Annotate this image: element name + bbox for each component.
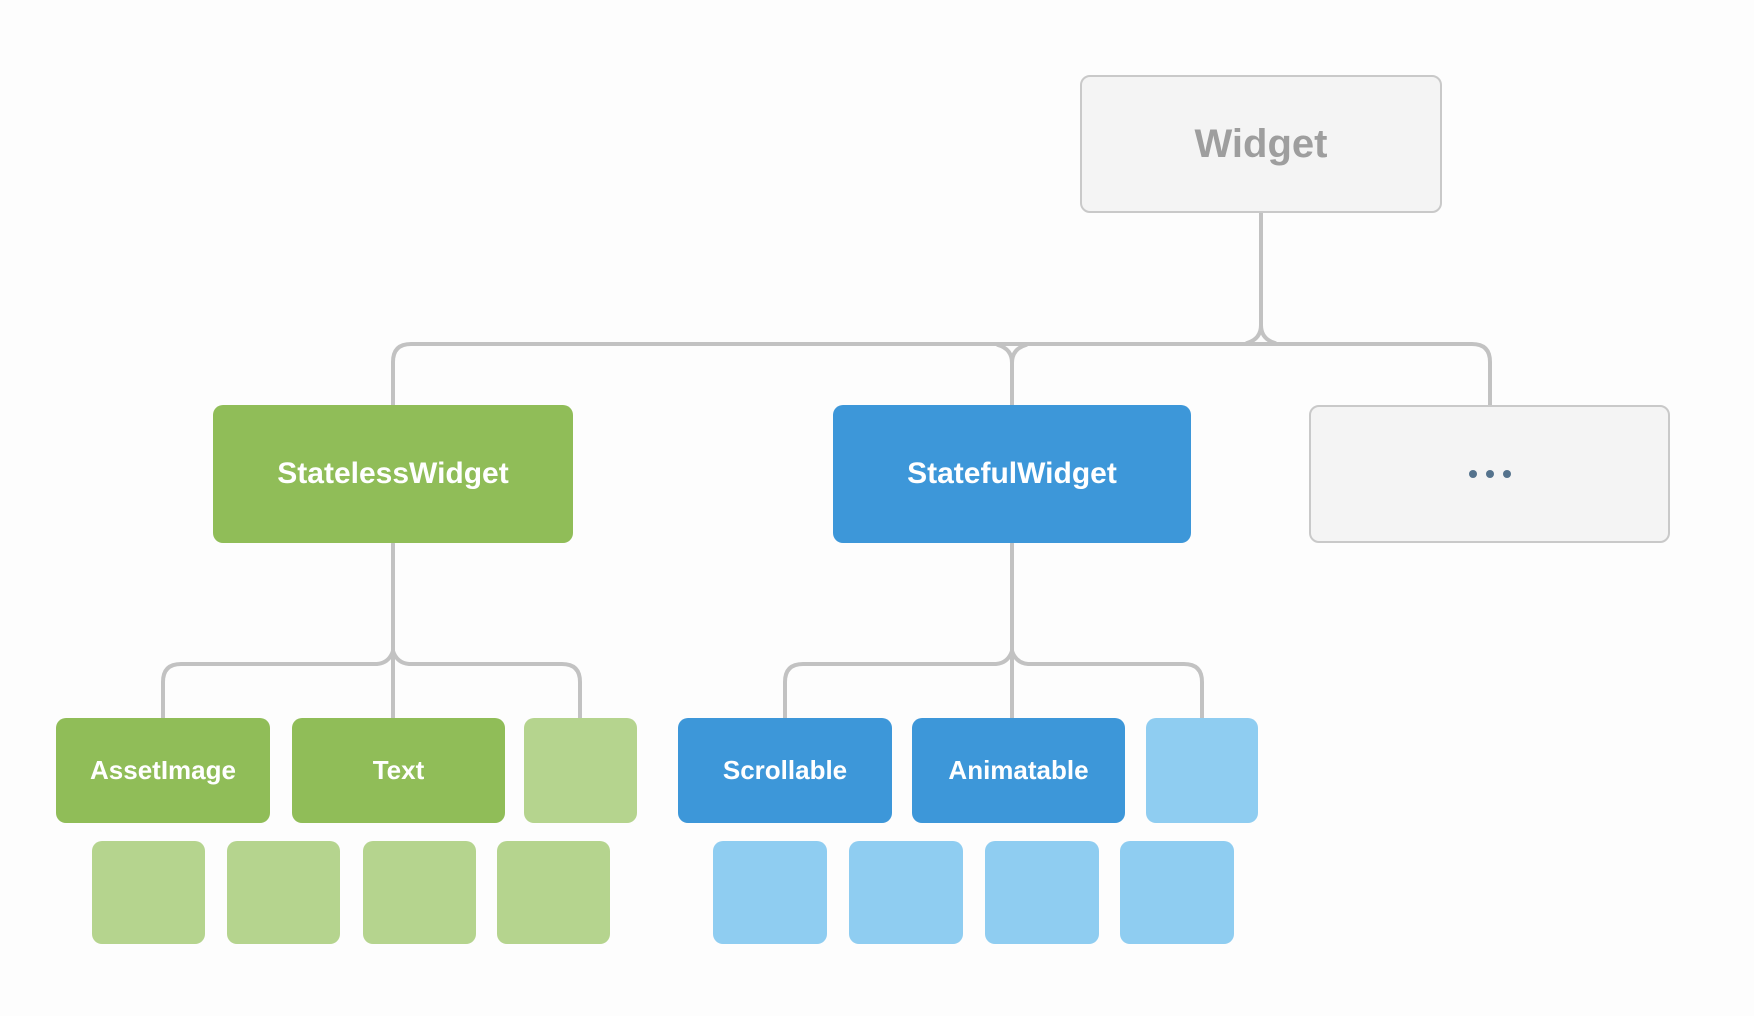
node-stateless-grandchild	[227, 841, 340, 944]
connector-stateless-left	[161, 649, 395, 720]
node-animatable-label: Animatable	[948, 755, 1089, 785]
node-stateless-grandchild	[497, 841, 610, 944]
node-text: Text	[292, 718, 505, 823]
node-asset-image: AssetImage	[56, 718, 270, 823]
node-stateless-grandchild	[92, 841, 205, 944]
connector-l1-riser	[1245, 211, 1277, 345]
connector-stateful-right	[1010, 649, 1204, 720]
node-scrollable: Scrollable	[678, 718, 892, 823]
node-stateful-grandchild	[985, 841, 1099, 944]
node-stateless-widget: StatelessWidget	[213, 405, 573, 543]
node-scrollable-label: Scrollable	[722, 755, 848, 785]
node-animatable: Animatable	[912, 718, 1125, 823]
node-stateful-grandchild	[1120, 841, 1234, 944]
connector-stateful-left	[783, 649, 1014, 720]
connector-l1-horizontal	[391, 342, 1492, 408]
node-stateful-widget: StatefulWidget	[833, 405, 1191, 543]
node-widget: Widget	[1080, 75, 1442, 213]
node-stateless-grandchild	[363, 841, 476, 944]
node-stateful-widget-label: StatefulWidget	[907, 457, 1117, 490]
node-stateful-child-unlabeled	[1146, 718, 1258, 823]
node-other-widgets	[1309, 405, 1670, 543]
node-stateless-widget-label: StatelessWidget	[277, 457, 509, 490]
node-stateful-grandchild	[713, 841, 827, 944]
node-widget-label: Widget	[1194, 121, 1328, 166]
node-asset-image-label: AssetImage	[90, 755, 236, 785]
ellipsis-icon	[1468, 470, 1511, 478]
connector-l1-middle-drop	[996, 343, 1028, 408]
node-stateful-grandchild	[849, 841, 963, 944]
connector-stateless-right	[391, 649, 582, 720]
node-text-label: Text	[372, 755, 425, 785]
node-stateless-child-unlabeled	[524, 718, 637, 823]
